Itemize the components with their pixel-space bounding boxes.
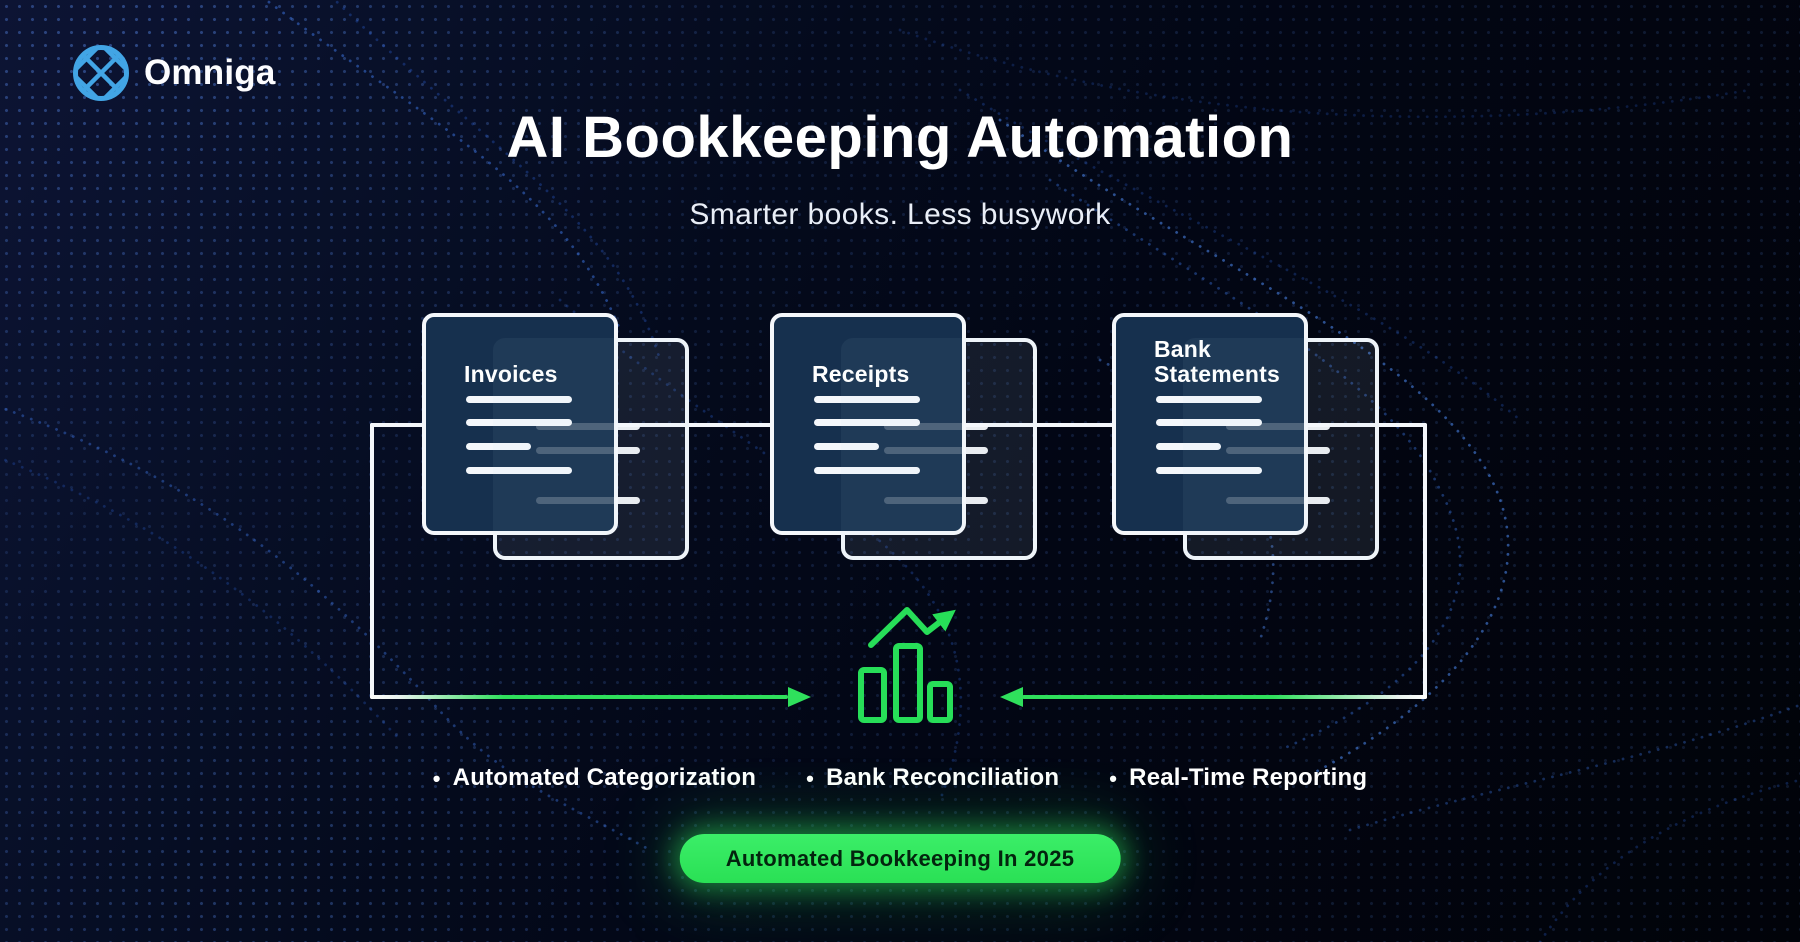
bullet-dot: • — [432, 766, 441, 791]
page-title: AI Bookkeeping Automation — [506, 105, 1294, 170]
document-card-front: Invoices — [422, 313, 618, 535]
bullet-dot: • — [806, 766, 815, 791]
document-card-front: Bank Statements — [1112, 313, 1308, 535]
document-text-line — [466, 443, 531, 450]
brand-logo: Omniga — [72, 44, 276, 102]
document-text-line — [1156, 396, 1262, 403]
cta-button[interactable]: Automated Bookkeeping In 2025 — [679, 834, 1121, 883]
page-subtitle: Smarter books. Less busywork — [689, 198, 1111, 231]
document-card-label: Receipts — [812, 361, 910, 388]
bracket-line-left — [370, 423, 374, 699]
feature-list: • Automated Categorization • Bank Reconc… — [0, 764, 1800, 792]
feature-label: Real-Time Reporting — [1129, 764, 1368, 791]
document-text-line — [1156, 419, 1262, 426]
flow-arrowhead-left — [788, 687, 811, 707]
document-card-label: Invoices — [464, 361, 558, 388]
document-text-line — [814, 419, 920, 426]
flow-arrow-left-shaft — [370, 695, 788, 699]
document-card-invoices: Invoices — [422, 313, 694, 565]
feature-label: Bank Reconciliation — [826, 764, 1060, 791]
document-card-receipts: Receipts — [770, 313, 1042, 565]
document-text-line — [814, 443, 879, 450]
feature-item: • Bank Reconciliation — [806, 764, 1059, 792]
bracket-line-right — [1423, 423, 1427, 699]
bar-chart-trend-icon — [858, 607, 956, 723]
document-card-front: Receipts — [770, 313, 966, 535]
document-text-line — [814, 396, 920, 403]
document-text-line — [814, 467, 920, 474]
feature-item: • Automated Categorization — [433, 764, 756, 792]
document-text-line — [1156, 443, 1221, 450]
document-text-line — [466, 467, 572, 474]
flow-arrowhead-right — [1000, 687, 1023, 707]
document-card-bank-statements: Bank Statements — [1112, 313, 1384, 565]
bullet-dot: • — [1109, 766, 1118, 791]
feature-label: Automated Categorization — [452, 764, 757, 791]
brand-name: Omniga — [144, 53, 276, 92]
document-text-line — [466, 419, 572, 426]
globe-lattice-icon — [73, 45, 129, 101]
document-text-line — [1156, 467, 1262, 474]
document-text-line — [466, 396, 572, 403]
feature-item: • Real-Time Reporting — [1109, 764, 1367, 792]
document-card-label: Bank Statements — [1154, 336, 1280, 388]
flow-arrow-right-shaft — [1022, 695, 1427, 699]
